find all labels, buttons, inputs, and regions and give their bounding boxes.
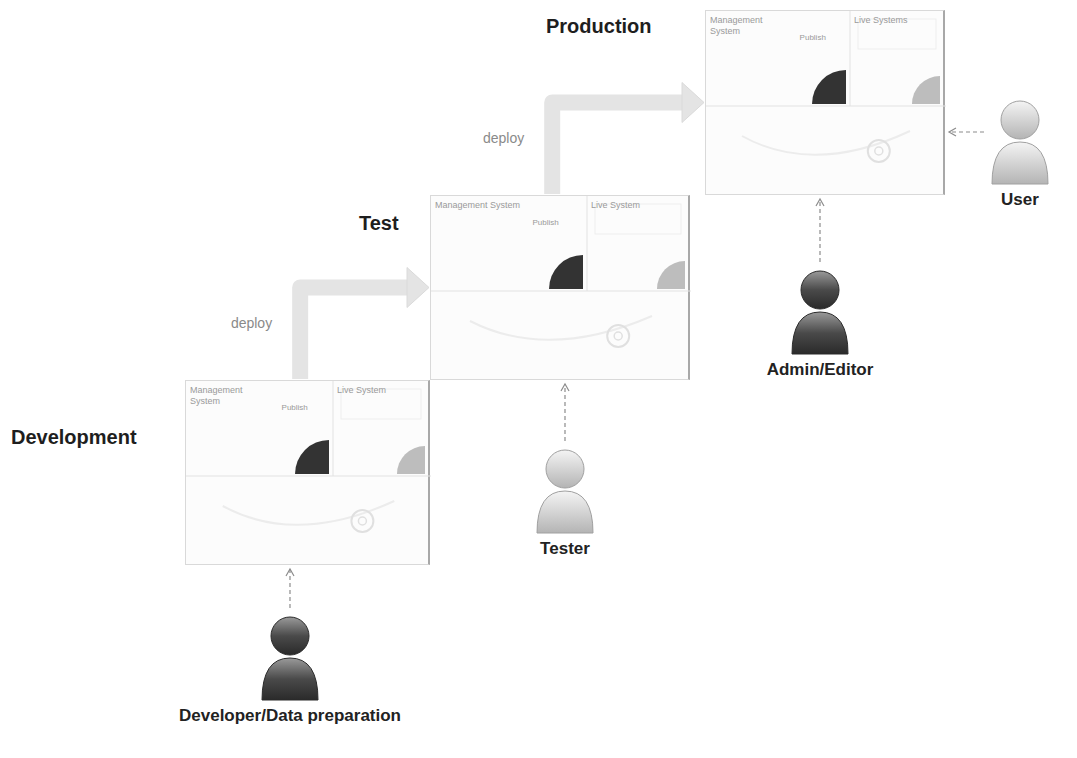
access-arrow: [289, 569, 290, 608]
person-head: [271, 617, 309, 655]
actor-figure: Admin/Editor: [767, 266, 874, 380]
management-panel: Management System: [706, 11, 792, 41]
gear-symbol: [607, 325, 629, 347]
management-panel: Management System: [186, 381, 274, 411]
panel-divider: [431, 291, 691, 292]
deploy-label: deploy: [483, 130, 524, 146]
gear-hub: [875, 147, 883, 155]
deploy-arrow: [552, 103, 686, 195]
publish-label: Publish: [800, 33, 826, 42]
access-arrow: [949, 131, 984, 132]
panel-divider: [706, 106, 946, 107]
deploy-label: deploy: [231, 315, 272, 331]
actor-figure: Tester: [533, 445, 597, 559]
panel-divider: [186, 476, 431, 477]
panel-title: Management System: [706, 11, 792, 41]
publish-label: Publish: [532, 218, 558, 227]
person-head: [546, 450, 584, 488]
live-panel: Live System: [587, 196, 687, 226]
person-body: [792, 312, 848, 354]
management-wedge: [295, 440, 329, 474]
panel-title: Live System: [587, 196, 687, 215]
actor-name: Tester: [533, 539, 597, 559]
person-icon: [258, 612, 322, 702]
person-body: [992, 142, 1048, 184]
stage-window: TestManagement SystemLive SystemPublish: [430, 195, 690, 380]
panel-title: Management System: [186, 381, 274, 411]
live-wedge: [657, 261, 685, 289]
person-icon: [988, 96, 1052, 186]
stage-heading: Test: [359, 212, 399, 235]
management-wedge: [812, 70, 846, 104]
stage-heading: Production: [546, 15, 652, 38]
live-wedge: [912, 76, 940, 104]
deploy-arrow: [300, 288, 411, 380]
person-body: [537, 491, 593, 533]
actor-figure: Developer/Data preparation: [179, 612, 401, 726]
stage-illustration: [186, 381, 431, 566]
person-icon: [533, 445, 597, 535]
panel-divider: [333, 381, 334, 476]
panel-title: Live Systems: [850, 11, 942, 30]
stage-window: DevelopmentManagement SystemLive SystemP…: [185, 380, 430, 565]
gear-hub: [614, 332, 622, 340]
person-body: [262, 658, 318, 700]
deploy-arrowhead: [682, 83, 704, 123]
deploy-arrowhead: [407, 268, 429, 308]
access-arrow: [564, 384, 565, 441]
person-head: [801, 271, 839, 309]
panel-divider: [850, 11, 851, 106]
access-arrow: [819, 199, 820, 262]
panel-divider: [587, 196, 588, 291]
person-head: [1001, 101, 1039, 139]
actor-name: Developer/Data preparation: [179, 706, 401, 726]
management-wedge: [549, 255, 583, 289]
gear-symbol: [868, 140, 890, 162]
live-wedge: [397, 446, 425, 474]
stage-heading: Development: [11, 426, 137, 449]
actor-name: User: [988, 190, 1052, 210]
gear-symbol: [351, 510, 373, 532]
gear-hub: [358, 517, 366, 525]
management-panel: Management System: [431, 196, 525, 226]
stage-illustration: [706, 11, 946, 196]
live-panel: Live Systems: [850, 11, 942, 41]
stage-window: ProductionManagement SystemLive SystemsP…: [705, 10, 945, 195]
person-icon: [788, 266, 852, 356]
actor-name: Admin/Editor: [767, 360, 874, 380]
panel-title: Management System: [431, 196, 525, 215]
live-panel: Live System: [333, 381, 427, 411]
panel-title: Live System: [333, 381, 427, 400]
publish-label: Publish: [282, 403, 308, 412]
stage-illustration: [431, 196, 691, 381]
actor-figure: User: [988, 96, 1052, 210]
